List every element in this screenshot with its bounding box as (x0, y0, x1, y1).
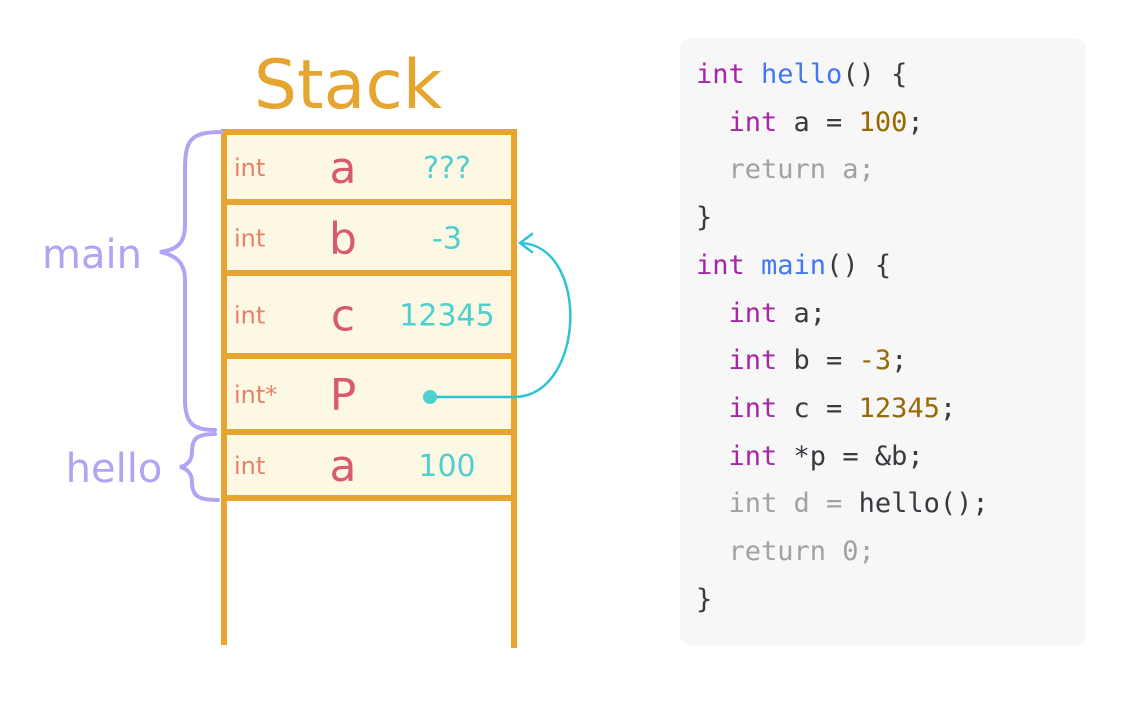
hello-brace (179, 432, 220, 502)
cell-type: int* (234, 381, 277, 409)
code-token (696, 441, 729, 472)
arrowhead-icon (517, 232, 534, 254)
code-token (696, 298, 729, 329)
cell-value: -3 (432, 222, 462, 257)
main-frame-label: main (42, 232, 142, 278)
cell-var-name: a (330, 143, 357, 194)
code-token: 100 (858, 106, 908, 138)
code-line: int a = 100; (696, 106, 924, 140)
stack-title: Stack (254, 46, 443, 125)
code-line: int *p = &b; (696, 440, 924, 474)
code-token: int (728, 392, 794, 424)
cell-var-name: a (330, 441, 357, 492)
code-token: c = (793, 392, 859, 424)
cell-type: int (234, 225, 265, 253)
code-line: int c = 12345; (696, 392, 957, 426)
stack-row: int a 100 (221, 429, 517, 501)
cell-type: int (234, 302, 265, 330)
hello-frame-label: hello (66, 446, 163, 492)
code-line: int hello() { (696, 58, 907, 92)
code-token: return 0; (696, 536, 875, 567)
cell-value: ??? (423, 151, 471, 186)
code-token: ; (907, 106, 924, 138)
code-token: main (761, 249, 827, 281)
code-token: ; (891, 345, 908, 377)
code-token: *p = &b; (793, 440, 924, 472)
code-line: return 0; (696, 535, 875, 569)
code-line: int d = hello(); (696, 487, 989, 521)
cell-value: 100 (418, 449, 475, 484)
code-line: int b = -3; (696, 344, 908, 378)
cell-type: int (234, 452, 265, 480)
cell-value: 12345 (399, 299, 494, 334)
pointer-dot (423, 390, 437, 404)
code-token: int (728, 297, 794, 329)
code-token: int (696, 59, 762, 90)
code-token: -3 (858, 345, 892, 377)
code-token: () { (826, 249, 892, 281)
stack-cell (221, 199, 517, 276)
code-token: b = (793, 345, 859, 377)
code-line: } (696, 201, 712, 235)
code-token: () { (842, 59, 908, 90)
code-token: int (696, 249, 762, 281)
code-token: 12345 (858, 392, 940, 424)
code-line: return a; (696, 153, 875, 187)
code-line: } (696, 583, 712, 617)
stack-row: int* P (221, 353, 517, 435)
code-token: hello (761, 59, 843, 90)
cell-var-name: P (330, 370, 357, 421)
code-line: int a; (696, 297, 827, 331)
stack-row: int c 12345 (221, 270, 517, 359)
code-panel: int hello() { int a = 100; return a;}int… (680, 38, 1086, 645)
stack-row: int a??? (221, 129, 517, 205)
code-token: } (696, 202, 713, 234)
main-brace (159, 130, 224, 432)
code-line: int main() { (696, 249, 891, 283)
code-token (696, 393, 729, 424)
cell-var-name: c (331, 291, 355, 342)
code-token (696, 345, 729, 376)
code-token: ; (939, 392, 957, 424)
code-token: } (696, 583, 713, 615)
code-token (696, 107, 729, 138)
stack-row: int b -3 (221, 199, 517, 276)
code-token: int (728, 106, 794, 138)
code-token: return a; (696, 154, 875, 186)
code-token: int d = (696, 488, 859, 520)
cell-type: int (234, 154, 265, 182)
code-token: int (728, 440, 794, 472)
cell-var-name: b (329, 214, 357, 265)
pointer-arrow (430, 241, 572, 399)
code-token: a = (793, 106, 859, 138)
code-token: hello(); (858, 488, 989, 520)
code-token: int (728, 345, 794, 377)
code-token: a; (793, 297, 827, 329)
